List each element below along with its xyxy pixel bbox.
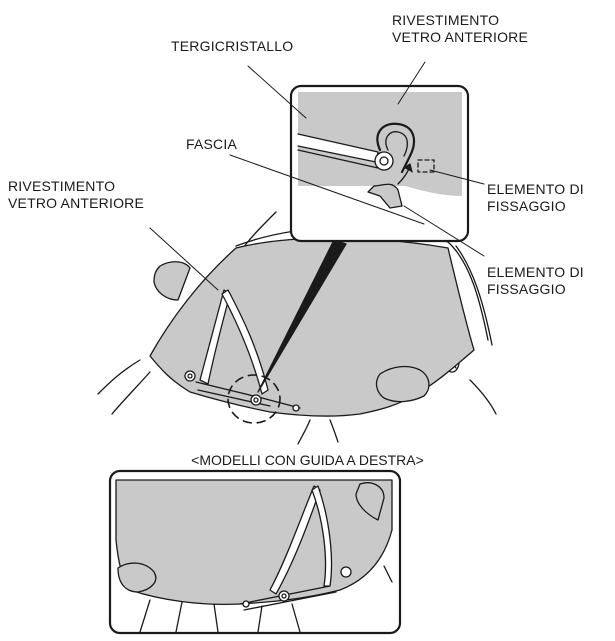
right-flap: [375, 365, 430, 403]
label-cover-left: RIVESTIMENTO VETRO ANTERIORE: [8, 178, 145, 211]
leader-lines: [149, 61, 485, 291]
label-cover-top: RIVESTIMENTO VETRO ANTERIORE: [392, 12, 529, 45]
rhd-illustration: [115, 479, 393, 633]
wipers-main: [195, 289, 301, 409]
left-flap: [153, 261, 191, 301]
label-fastener-1: ELEMENTO DI FISSAGGIO: [487, 181, 584, 214]
label-strap: FASCIA: [186, 136, 237, 152]
detail-inset-contents: [297, 92, 462, 209]
label-fastener-2: ELEMENTO DI FISSAGGIO: [487, 264, 584, 297]
highlight-dashed-circle: [227, 374, 281, 424]
label-wiper: TERGICRISTALLO: [171, 38, 294, 54]
rhd-heading: <MODELLI CON GUIDA A DESTRA>: [191, 452, 424, 468]
